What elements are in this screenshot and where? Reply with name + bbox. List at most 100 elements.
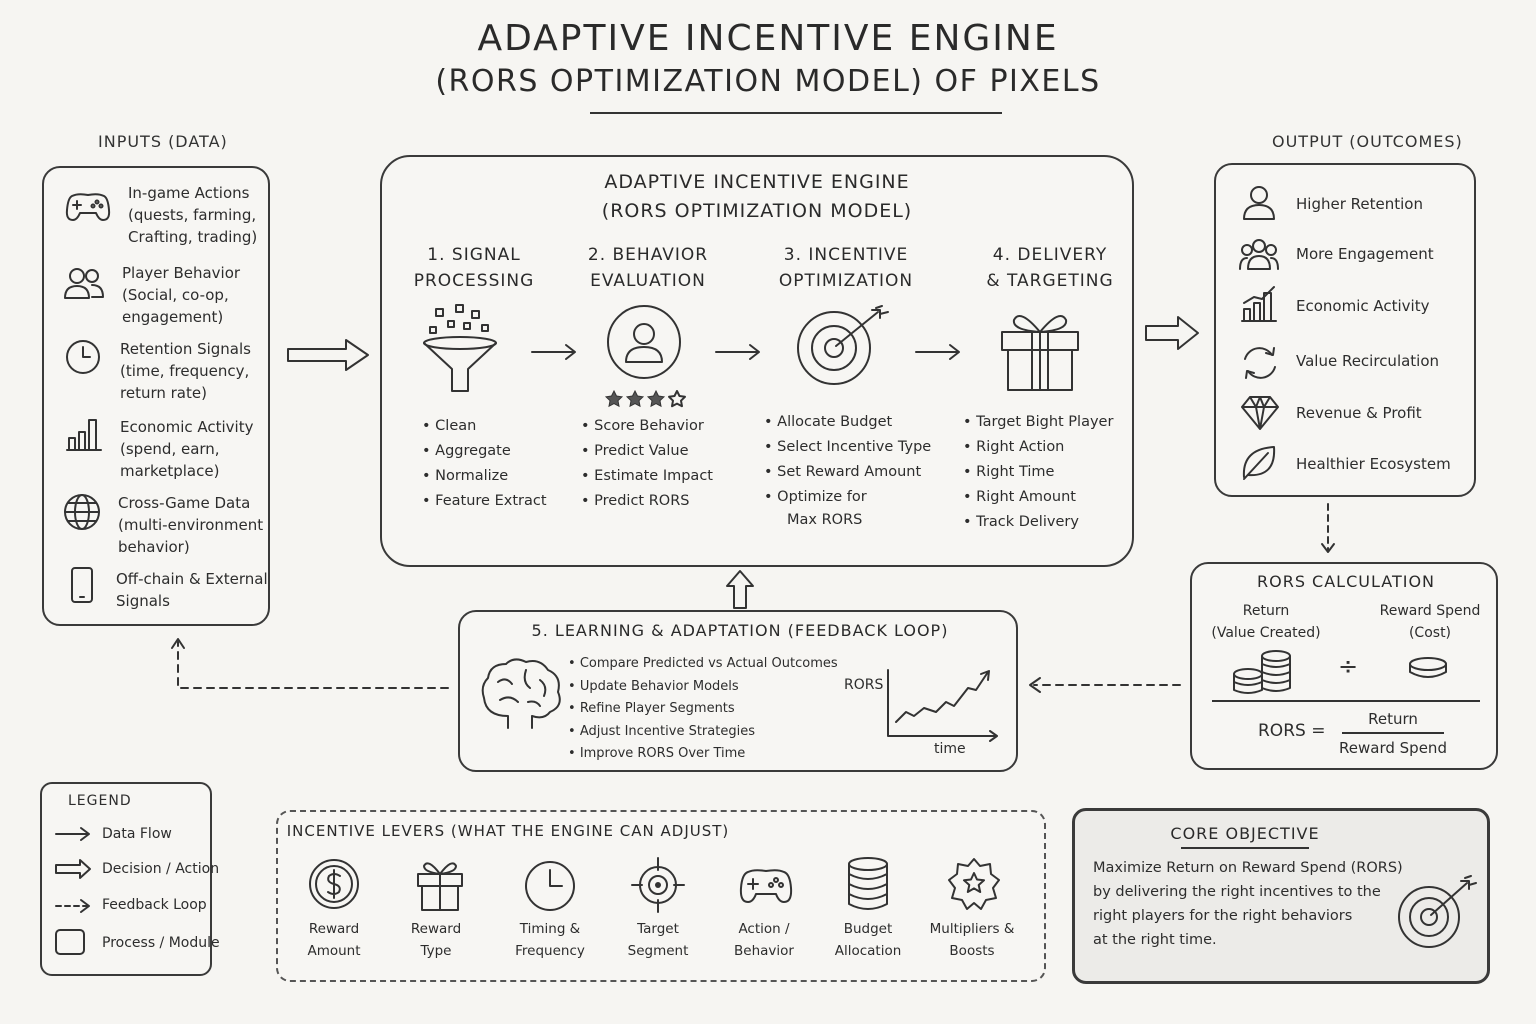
input-line: return rate) — [120, 384, 207, 402]
objective-underline — [1181, 847, 1309, 849]
lever-label-line: Type — [420, 943, 452, 959]
spend-sublabel: (Cost) — [1408, 625, 1452, 641]
legend-panel: LEGEND Data Flow Decision / Action Feedb… — [40, 782, 220, 976]
lever-label-line: Budget — [843, 921, 893, 937]
stage-3-title: 3. INCENTIVE — [783, 245, 909, 265]
list-item: Compare Predicted vs Actual Outcomes — [568, 653, 838, 676]
output-item-label: Revenue & Profit — [1296, 404, 1422, 422]
inputs-panel: In-game Actions (quests, farming, Crafti… — [42, 166, 270, 626]
lever-label-line: Boosts — [949, 943, 995, 959]
legend-item: Decision / Action — [102, 861, 220, 877]
decision-arrow — [726, 570, 754, 609]
brain-icon — [481, 658, 561, 729]
input-line: marketplace) — [120, 462, 220, 480]
input-line: (spend, earn, — [120, 440, 220, 458]
output-item-label: Economic Activity — [1296, 297, 1430, 315]
list-item: Clean — [422, 414, 547, 439]
target-icon — [797, 305, 889, 385]
list-item: Predict RORS — [581, 489, 713, 514]
learning-panel: 5. LEARNING & ADAPTATION (FEEDBACK LOOP)… — [458, 610, 1018, 772]
gamepad-icon — [65, 193, 111, 221]
input-line: Cross-Game Data — [118, 494, 251, 512]
list-item: Refine Player Segments — [568, 698, 838, 721]
data-flow-legend-icon — [55, 827, 90, 841]
gift-box-icon — [417, 862, 463, 911]
output-panel: Higher Retention More Engagement Economi… — [1214, 163, 1476, 497]
database-icon — [848, 857, 888, 910]
growth-chart-icon — [1241, 286, 1277, 322]
objective-line: Maximize Return on Reward Spend (RORS) — [1093, 860, 1403, 876]
lever-label-line: Multipliers & — [929, 921, 1015, 937]
input-line: behavior) — [118, 538, 190, 556]
objective-line: by delivering the right incentives to th… — [1093, 884, 1381, 900]
clock-icon — [66, 340, 100, 374]
lever-label-line: Reward — [308, 921, 360, 937]
stage-4-list: Target Bight Player Right Action Right T… — [963, 410, 1113, 535]
diamond-icon — [1241, 396, 1279, 430]
output-item-label: Healthier Ecosystem — [1296, 455, 1451, 473]
chart-x-label: time — [934, 741, 966, 757]
target-icon — [1398, 875, 1477, 948]
input-line: (multi-environment — [118, 516, 264, 534]
divide-sign: ÷ — [1338, 652, 1359, 680]
page-title: ADAPTIVE INCENTIVE ENGINE — [477, 18, 1059, 59]
rors-trend-chart — [887, 669, 998, 742]
globe-icon — [64, 494, 100, 530]
levers-heading: INCENTIVE LEVERS (WHAT THE ENGINE CAN AD… — [286, 822, 730, 840]
input-line: (time, frequency, — [120, 362, 250, 380]
gift-icon — [1001, 315, 1079, 391]
lever-label: Multipliers & Boosts — [922, 918, 1022, 962]
stage-3-list: Allocate Budget Select Incentive Type Se… — [764, 410, 931, 510]
rors-heading: RORS CALCULATION — [1256, 572, 1436, 591]
input-line: Signals — [116, 592, 170, 610]
input-line: Crafting, trading) — [128, 228, 258, 246]
legend-item: Data Flow — [102, 826, 172, 842]
stage-4-subtitle: & TARGETING — [986, 271, 1114, 291]
list-item: Track Delivery — [963, 510, 1113, 535]
learning-list: Compare Predicted vs Actual Outcomes Upd… — [568, 653, 838, 766]
phone-icon — [71, 567, 93, 603]
list-item: Improve RORS Over Time — [568, 743, 838, 766]
page-subtitle: (RORS OPTIMIZATION MODEL) OF PIXELS — [435, 64, 1101, 99]
lever-label: Action /Behavior — [714, 918, 814, 962]
spend-label: Reward Spend — [1379, 603, 1481, 619]
lever-label-line: Reward — [410, 921, 462, 937]
rors-panel: RORS CALCULATION Return (Value Created) … — [1190, 562, 1498, 770]
output-heading: OUTPUT (OUTCOMES) — [1272, 132, 1463, 151]
list-item: Feature Extract — [422, 489, 546, 514]
stage-2-subtitle: EVALUATION — [590, 271, 706, 291]
input-line: Economic Activity — [120, 418, 254, 436]
list-item: Normalize — [422, 464, 547, 489]
user-rating-icon — [604, 305, 686, 408]
list-item: Update Behavior Models — [568, 676, 838, 699]
data-flow-arrow — [915, 344, 960, 360]
engine-title: ADAPTIVE INCENTIVE ENGINE — [604, 171, 910, 193]
stage-2-title: 2. BEHAVIOR — [587, 245, 709, 265]
leaf-icon — [1242, 446, 1276, 480]
output-item-label: Value Recirculation — [1296, 352, 1440, 370]
lever-label-line: Target — [637, 921, 679, 937]
objective-line: right players for the right behaviors — [1093, 908, 1353, 924]
cycle-icon — [1244, 347, 1276, 379]
fraction-bar — [1342, 732, 1444, 734]
process-legend-icon — [55, 929, 85, 955]
input-line: Player Behavior — [122, 264, 241, 282]
timer-icon — [525, 861, 575, 911]
learning-heading: 5. LEARNING & ADAPTATION (FEEDBACK LOOP) — [531, 621, 949, 640]
lever-label-line: Amount — [307, 943, 361, 959]
list-item: Optimize for — [764, 485, 931, 510]
stage-1-subtitle: PROCESSING — [413, 271, 535, 291]
lever-label-line: Allocation — [834, 943, 902, 959]
feedback-arrow — [1029, 677, 1181, 693]
funnel-icon — [423, 304, 497, 392]
list-item: Adjust Incentive Strategies — [568, 721, 838, 744]
objective-panel: CORE OBJECTIVE Maximize Return on Reward… — [1072, 808, 1490, 984]
feedback-legend-icon — [55, 899, 90, 913]
coin-icon — [1409, 657, 1447, 678]
list-item: Allocate Budget — [764, 410, 931, 435]
lever-label-line: Segment — [627, 943, 689, 959]
list-item: Predict Value — [581, 439, 713, 464]
